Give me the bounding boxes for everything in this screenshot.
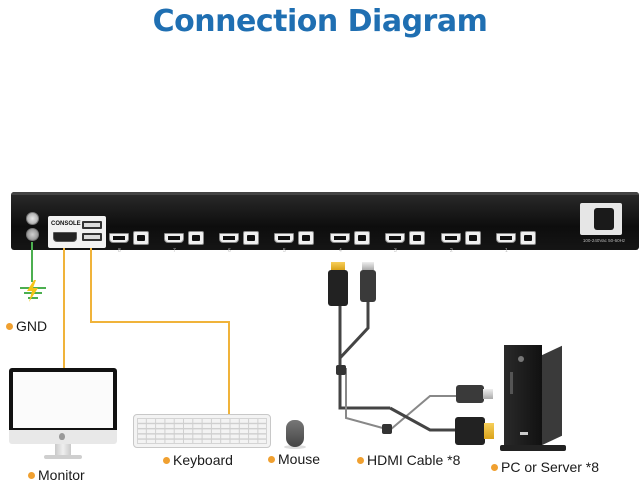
console-usb-port-2[interactable] — [82, 233, 102, 241]
hdmi-cable-text: HDMI Cable *8 — [367, 452, 461, 468]
console-hdmi-port[interactable] — [53, 232, 77, 242]
bullet-icon — [491, 464, 498, 471]
cable-split-node — [336, 365, 346, 375]
mouse-text: Mouse — [278, 451, 321, 467]
mouse-label: Mouse — [268, 451, 320, 467]
bullet-icon — [163, 457, 170, 464]
port-group-1[interactable] — [496, 230, 542, 246]
console-usb-port-1[interactable] — [82, 221, 102, 229]
monitor-base — [44, 455, 82, 459]
usb-port[interactable] — [298, 231, 314, 245]
usb-wire-vertical — [90, 248, 92, 322]
page-title: Connection Diagram — [152, 4, 488, 39]
usb-port[interactable] — [354, 231, 370, 245]
monitor-wire — [63, 248, 65, 368]
port-number: 8 — [118, 248, 121, 254]
port-number: 3 — [394, 248, 397, 254]
monitor-screen — [13, 372, 113, 428]
usb-port[interactable] — [520, 231, 536, 245]
kvm-top-rim — [11, 192, 639, 195]
mouse-icon — [286, 420, 304, 447]
gnd-text: GND — [16, 318, 48, 334]
bullet-icon — [268, 456, 275, 463]
console-label: CONSOLE — [51, 221, 81, 227]
hdmi-port[interactable] — [496, 233, 516, 243]
apple-logo-icon — [59, 433, 65, 440]
pc-text: PC or Server *8 — [501, 459, 600, 475]
bullet-icon — [28, 472, 35, 479]
port-number: 7 — [173, 248, 176, 254]
pc-tower-base — [500, 445, 566, 451]
port-group-3[interactable] — [385, 230, 431, 246]
hdmi-port[interactable] — [441, 233, 461, 243]
keyboard-label: Keyboard — [163, 452, 233, 468]
port-number: 4 — [339, 248, 342, 254]
hdmi-plug-icon — [328, 270, 348, 306]
cable-split-node — [382, 424, 392, 434]
usb-port[interactable] — [409, 231, 425, 245]
pc-label: PC or Server *8 — [491, 459, 599, 475]
usb-port[interactable] — [133, 231, 149, 245]
port-group-7[interactable] — [164, 230, 210, 246]
ground-screw-icon — [26, 212, 39, 225]
usb-plug-tip-icon — [362, 262, 374, 270]
hdmi-plug-tip-icon — [484, 423, 494, 439]
hdmi-cable-label: HDMI Cable *8 — [357, 452, 460, 468]
monitor-stand — [55, 444, 71, 456]
power-button-icon — [518, 356, 524, 362]
hdmi-port[interactable] — [385, 233, 405, 243]
pc-drive-slot — [510, 372, 513, 394]
port-number: 6 — [228, 248, 231, 254]
usb-port[interactable] — [188, 231, 204, 245]
keyboard-keys — [137, 418, 267, 444]
hdmi-port[interactable] — [274, 233, 294, 243]
monitor-text: Monitor — [38, 467, 85, 483]
usb-plug-icon — [360, 270, 376, 302]
mouse-shadow — [284, 445, 306, 449]
hdmi-port[interactable] — [219, 233, 239, 243]
port-number: 1 — [505, 248, 508, 254]
keyboard-wire — [228, 321, 230, 415]
usb-plug-icon — [456, 385, 484, 403]
usb-port[interactable] — [465, 231, 481, 245]
pc-tower-icon — [504, 345, 542, 447]
hdmi-port[interactable] — [109, 233, 129, 243]
port-group-5[interactable] — [274, 230, 320, 246]
port-group-4[interactable] — [330, 230, 376, 246]
bullet-icon — [357, 457, 364, 464]
ground-wire — [31, 242, 33, 282]
ground-symbol-icon — [26, 228, 39, 241]
gnd-label: GND — [6, 318, 47, 334]
monitor-label: Monitor — [28, 467, 85, 483]
hdmi-cable-icon — [338, 298, 458, 432]
port-number: 5 — [283, 248, 286, 254]
hdmi-port[interactable] — [164, 233, 184, 243]
hdmi-plug-icon — [455, 417, 485, 445]
pc-badge — [520, 432, 528, 435]
hdmi-port[interactable] — [330, 233, 350, 243]
power-rating: 100-240Vac 50-60Hz — [582, 238, 626, 243]
port-number: 2 — [450, 248, 453, 254]
hdmi-plug-tip-icon — [331, 262, 345, 270]
port-group-8[interactable] — [109, 230, 155, 246]
usb-plug-tip-icon — [483, 389, 493, 399]
port-group-6[interactable] — [219, 230, 265, 246]
power-socket-icon[interactable] — [594, 208, 614, 230]
usb-port[interactable] — [243, 231, 259, 245]
usb-wire-horizontal — [90, 321, 230, 323]
port-group-2[interactable] — [441, 230, 487, 246]
keyboard-text: Keyboard — [173, 452, 233, 468]
ground-icon — [20, 280, 46, 302]
bullet-icon — [6, 323, 13, 330]
